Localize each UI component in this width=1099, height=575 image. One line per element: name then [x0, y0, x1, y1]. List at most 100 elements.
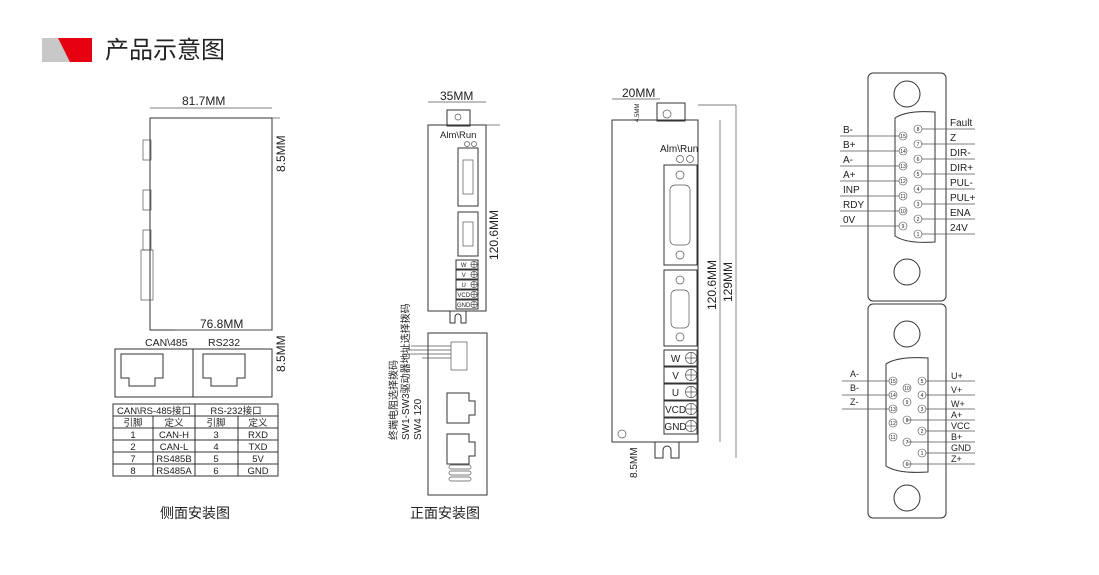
pin-label: DIR+ — [950, 163, 973, 174]
pin-number: 7 — [917, 142, 920, 148]
terminal-label: U — [672, 388, 679, 399]
port-label-can485: CAN\485 — [145, 337, 188, 349]
pin-label: Fault — [950, 118, 972, 129]
pin-number: 6 — [917, 157, 920, 163]
pin-circle — [917, 426, 927, 436]
table-cell: 8 — [130, 466, 135, 477]
pin-label: B+ — [843, 140, 856, 151]
pin-number: 3 — [921, 407, 924, 413]
large-body — [611, 119, 699, 443]
pin-number: 14 — [890, 393, 896, 399]
side-view: 81.7MM 8.5MM 76.8MM 8.5MM CAN\485 RS232 … — [114, 94, 288, 521]
screw-icon — [685, 369, 697, 381]
pin-number: 5 — [917, 172, 920, 178]
screw-icon — [470, 291, 478, 298]
pin-circle — [888, 376, 898, 386]
pin-label: B- — [850, 383, 859, 393]
large-height-inner: 120.6MM — [705, 260, 719, 310]
screw-icon — [685, 386, 697, 398]
pin-label: B- — [843, 125, 853, 136]
port-label-rs232: RS232 — [208, 337, 240, 349]
pin-label: INP — [843, 185, 860, 196]
screw-icon — [470, 261, 478, 268]
screw-icon — [470, 301, 478, 308]
front-led-label: Alm\Run — [440, 130, 476, 141]
table-cell: RS485A — [156, 466, 192, 477]
large-top-margin: 4.5MM — [635, 104, 641, 122]
terminal-label: U — [462, 283, 466, 289]
large-width: 20MM — [622, 86, 655, 100]
pin-circle — [902, 383, 912, 393]
large-bottom-margin: 8.5MM — [629, 447, 640, 478]
pin-label: PUL- — [950, 178, 973, 189]
table-header: 定义 — [248, 417, 268, 429]
pin-number: 5 — [921, 379, 924, 385]
db25-connector — [457, 147, 479, 207]
pin-circle — [913, 169, 923, 179]
pin-circle — [917, 404, 927, 414]
pin-number: 4 — [921, 393, 924, 399]
pin-circle — [888, 432, 898, 442]
front-body — [427, 124, 487, 312]
table-cell: RS485B — [156, 454, 191, 465]
pin-number: 10 — [900, 209, 906, 215]
pin-circle — [888, 404, 898, 414]
pin-circle — [913, 214, 923, 224]
pin-label: U+ — [951, 371, 963, 381]
pin-number: 1 — [921, 451, 924, 457]
pin-circle — [898, 221, 908, 231]
large-led-label: Alm\Run — [660, 144, 698, 155]
table-cell: 3 — [213, 430, 218, 441]
pin-label: GND — [951, 443, 972, 453]
screw-icon — [470, 271, 478, 278]
note-sw4: SW4 120 — [413, 398, 424, 440]
pin-number: 11 — [890, 435, 895, 441]
db15-connector — [457, 211, 479, 257]
table-cell: 6 — [213, 466, 218, 477]
pin-circle — [913, 154, 923, 164]
side-width-top: 81.7MM — [182, 94, 225, 108]
table-cell: 7 — [130, 454, 135, 465]
front-caption: 正面安装图 — [410, 505, 480, 521]
pin-number: 12 — [900, 179, 906, 185]
pin-label: ENA — [950, 208, 971, 219]
side-caption: 侧面安装图 — [160, 505, 230, 521]
table-cell: 2 — [130, 442, 135, 453]
pin-circle — [913, 229, 923, 239]
pin-label: A- — [850, 369, 859, 379]
pin-circle — [917, 390, 927, 400]
pin-number: 11 — [900, 194, 905, 200]
terminal-block — [455, 299, 479, 310]
terminal-block — [455, 269, 479, 280]
pin-label: PUL+ — [950, 193, 975, 204]
side-margin-top: 8.5MM — [274, 135, 288, 172]
terminal-label: GND — [457, 303, 471, 309]
terminal-block — [455, 279, 479, 290]
pin-circle — [888, 418, 898, 428]
pin-circle — [913, 199, 923, 209]
pin-label: W+ — [951, 399, 965, 409]
pin-label: DIR- — [950, 148, 971, 159]
front-bottom-board — [427, 332, 488, 496]
screw-icon — [470, 281, 478, 288]
pin-label: RDY — [843, 200, 864, 211]
terminal-block — [455, 259, 479, 270]
pin-circle — [913, 139, 923, 149]
table-header: 引脚 — [123, 418, 142, 429]
pin-number: 4 — [917, 187, 920, 193]
table-cell: RXD — [248, 430, 268, 441]
table-header: 引脚 — [206, 418, 225, 429]
pin-circle — [917, 376, 927, 386]
large-db15 — [663, 269, 698, 347]
pin-number: 6 — [906, 462, 909, 468]
pin-number: 13 — [900, 164, 906, 170]
front-height: 120.6MM — [487, 210, 501, 260]
screw-icon — [685, 403, 697, 415]
terminal-label: W — [461, 263, 467, 269]
screw-icon — [685, 420, 697, 432]
